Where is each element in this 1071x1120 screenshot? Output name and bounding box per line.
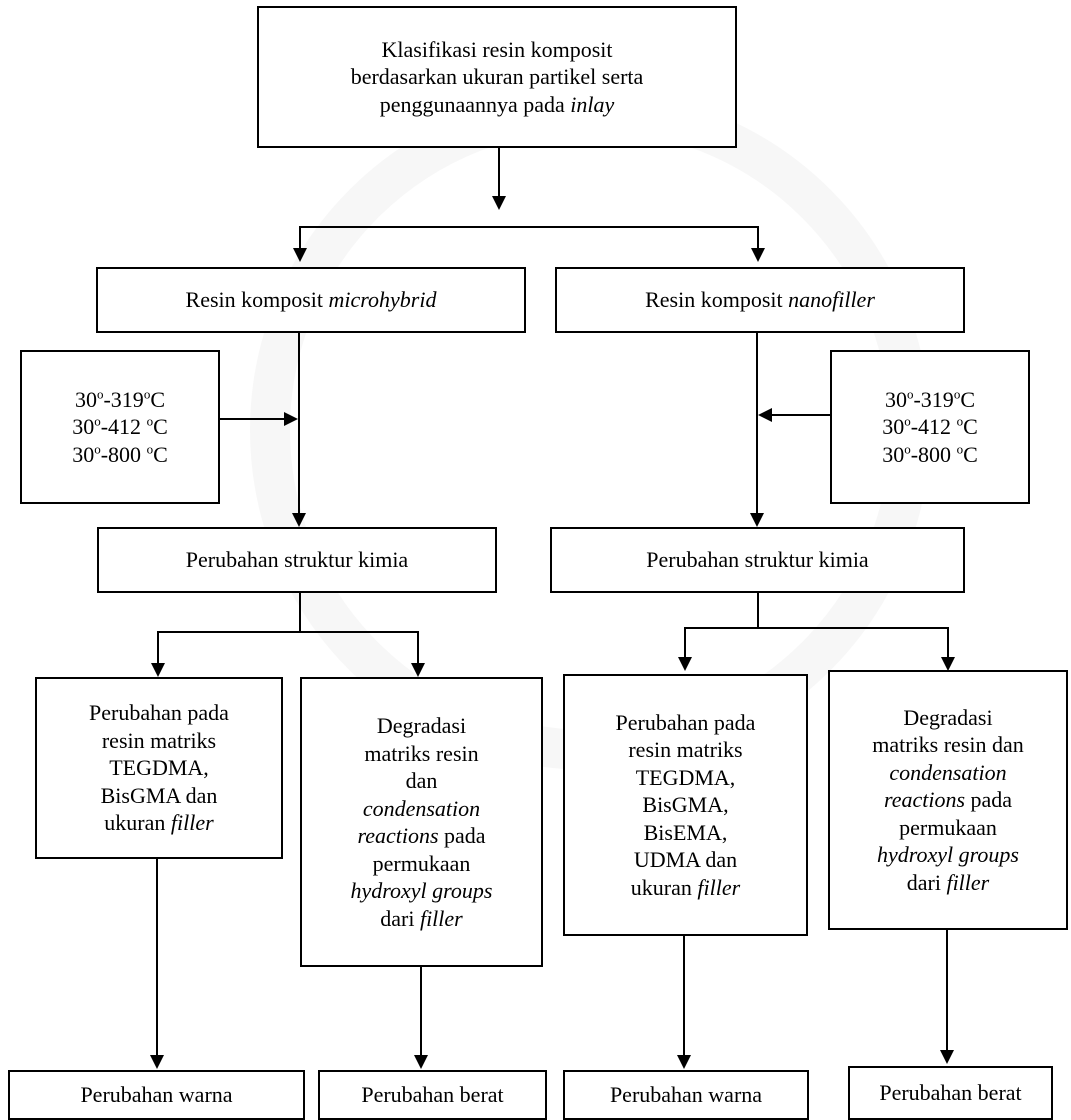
watermark-seal	[250, 90, 930, 770]
connector-left-temp	[220, 418, 284, 420]
right-structure-box: Perubahan struktur kimia	[550, 527, 965, 593]
left-result-a-label: Perubahan warna	[80, 1082, 233, 1108]
microhybrid-label: Resin komposit	[185, 287, 329, 313]
right-result-a-label: Perubahan warna	[609, 1082, 763, 1108]
right-effect-a-box: Perubahan pada resin matriks TEGDMA, Bis…	[563, 674, 808, 936]
connector-split-left	[299, 226, 301, 248]
nanofiller-box: Resin komposit nanofiller	[555, 267, 965, 333]
connector-right-split-b	[947, 627, 949, 657]
left-temp-2: 30o-412 oC	[72, 413, 168, 440]
connector-root-down	[498, 148, 500, 196]
right-structure-label: Perubahan struktur kimia	[646, 547, 869, 573]
left-effect-a-box: Perubahan pada resin matriks TEGDMA, Bis…	[35, 677, 283, 859]
connector-left-structure-down	[299, 593, 301, 631]
arrow-split-right	[751, 248, 765, 262]
root-line-3: penggunaannya pada	[379, 91, 571, 117]
arrow-root	[492, 196, 506, 210]
arrow-left-a	[151, 663, 165, 677]
connector-left-split-b	[417, 631, 419, 663]
connector-right-structure-down	[757, 593, 759, 627]
left-structure-label: Perubahan struktur kimia	[185, 547, 409, 573]
arrow-right-main	[750, 513, 764, 527]
right-temperature-box: 30o-319oC 30o-412 oC 30o-800 oC	[830, 350, 1030, 504]
arrow-left-a-result	[150, 1055, 164, 1069]
right-temp-3: 30o-800 oC	[882, 441, 978, 467]
left-temperature-box: 30o-319oC 30o-412 oC 30o-800 oC	[20, 350, 220, 504]
connector-right-a-result	[683, 936, 685, 1055]
connector-split-right	[757, 226, 759, 248]
root-line-3-italic: inlay	[570, 91, 615, 117]
arrow-right-b-result	[940, 1050, 954, 1064]
root-line-2: berdasarkan ukuran partikel serta	[350, 64, 644, 90]
left-temp-1: 30o-319oC	[74, 386, 165, 412]
connector-left-a-result	[156, 859, 158, 1055]
right-effect-b-box: Degradasi matriks resin dan condensation…	[828, 670, 1068, 930]
connector-right-main	[756, 333, 758, 513]
microhybrid-label-italic: microhybrid	[328, 287, 437, 313]
nanofiller-label: Resin komposit	[645, 287, 789, 313]
right-temp-1: 30o-319oC	[884, 386, 975, 412]
right-result-b-box: Perubahan berat	[848, 1066, 1053, 1120]
connector-right-temp	[772, 414, 830, 416]
connector-root-split	[299, 226, 759, 228]
left-effect-b-box: Degradasi matriks resin dan condensation…	[300, 677, 543, 967]
arrow-right-a	[678, 657, 692, 671]
left-result-b-label: Perubahan berat	[361, 1082, 504, 1108]
left-temp-3: 30o-800 oC	[72, 441, 168, 467]
connector-left-main	[298, 333, 300, 513]
arrow-left-main	[292, 513, 306, 527]
arrow-left-b	[411, 663, 425, 677]
left-structure-box: Perubahan struktur kimia	[97, 527, 497, 593]
nanofiller-label-italic: nanofiller	[788, 287, 875, 313]
arrow-right-b	[941, 657, 955, 671]
arrow-left-b-result	[414, 1055, 428, 1069]
right-temp-2: 30o-412 oC	[882, 413, 978, 440]
right-result-a-box: Perubahan warna	[563, 1070, 809, 1120]
connector-left-structure-split	[157, 631, 419, 633]
root-box: Klasifikasi resin komposit berdasarkan u…	[257, 6, 737, 148]
connector-right-b-result	[946, 930, 948, 1050]
connector-left-b-result	[420, 967, 422, 1055]
arrow-split-left	[293, 248, 307, 262]
left-result-a-box: Perubahan warna	[8, 1070, 305, 1120]
left-result-b-box: Perubahan berat	[318, 1070, 547, 1120]
root-line-1: Klasifikasi resin komposit	[381, 36, 613, 62]
connector-left-split-a	[157, 631, 159, 663]
connector-right-split-a	[684, 627, 686, 657]
connector-right-structure-split	[684, 627, 949, 629]
arrow-right-a-result	[677, 1055, 691, 1069]
microhybrid-box: Resin komposit microhybrid	[96, 267, 526, 333]
right-result-b-label: Perubahan berat	[879, 1080, 1022, 1106]
arrow-left-temp	[284, 412, 298, 426]
arrow-right-temp	[758, 408, 772, 422]
